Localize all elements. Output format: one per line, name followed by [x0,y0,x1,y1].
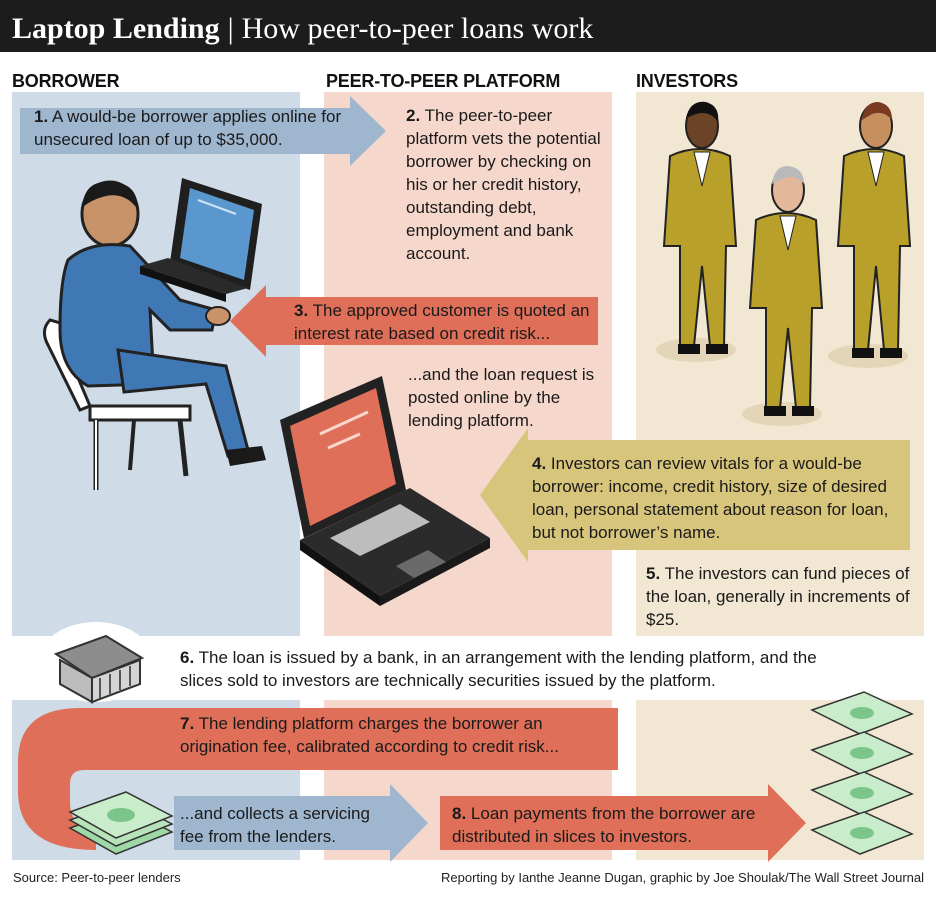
small-laptop-icon [140,178,262,302]
borrower-figure-icon [58,180,266,466]
step-6-text: 6. The loan is issued by a bank, in an a… [180,646,860,692]
big-laptop-icon [280,376,490,606]
step-7-body: The lending platform charges the borrowe… [180,714,559,756]
step-7b-text: ...and collects a servicing fee from the… [180,804,370,846]
page-title: Laptop Lending|How peer-to-peer loans wo… [12,12,593,46]
step-2-text: 2. The peer-to-peer platform vets the po… [406,104,602,265]
money-stacks-right-icon [810,691,914,855]
credit-note: Reporting by Ianthe Jeanne Dugan, graphi… [441,870,924,885]
step-4-text: 4. Investors can review vitals for a wou… [532,452,906,544]
step-4-body: Investors can review vitals for a would-… [532,454,889,542]
step-5-body: The investors can fund pieces of the loa… [646,564,910,629]
step-3-number: 3. [294,301,309,320]
step-7-text: 7. The lending platform charges the borr… [180,712,610,758]
title-main: Laptop Lending [12,12,220,45]
investors-illustration [656,101,912,426]
step-3-text: 3. The approved customer is quoted an in… [294,299,596,345]
step-2-number: 2. [406,106,421,125]
borrower-column-label: BORROWER [12,71,120,91]
step-3-body: The approved customer is quoted an inter… [294,301,590,343]
step-2-body: The peer-to-peer platform vets the poten… [406,106,601,263]
arrow-step-1-shape [20,96,386,166]
bank-building-icon [38,622,154,704]
arrow-step-8-shape [440,784,806,862]
step-6-body: The loan is issued by a bank, in an arra… [180,648,817,690]
investor-left-icon [656,101,738,362]
source-note: Source: Peer-to-peer lenders [13,870,181,885]
investors-column-label: INVESTORS [636,71,738,91]
investor-right-icon [828,102,912,368]
borrower-illustration [43,178,266,490]
step-5-text: 5. The investors can fund pieces of the … [646,562,914,631]
arrow-step-4-shape [480,428,910,562]
step-7-number: 7. [180,714,195,733]
step-3b-text: ...and the loan request is posted online… [408,365,595,430]
step-5-number: 5. [646,564,661,583]
step-1-text: 1. A would-be borrower applies online fo… [34,105,346,151]
platform-column-label: PEER-TO-PEER PLATFORM [326,71,561,91]
arrow-step-7-shape [18,708,618,850]
step-8-text: 8. Loan payments from the borrower are d… [452,802,766,848]
title-subtitle: How peer-to-peer loans work [241,12,594,45]
chair-icon [43,318,192,490]
header-bar [0,0,936,52]
step-8-body: Loan payments from the borrower are dist… [452,804,756,846]
arrow-step-3-shape [230,285,598,357]
title-separator: | [227,12,234,45]
money-stack-left-icon [68,791,174,855]
step-1-body: A would-be borrower applies online for u… [34,107,342,149]
step-4-number: 4. [532,454,547,473]
arrow-step-7b-shape [174,784,428,862]
step-8-number: 8. [452,804,467,823]
investor-middle-icon [742,166,824,426]
step-6-number: 6. [180,648,195,667]
step-1-number: 1. [34,107,49,126]
